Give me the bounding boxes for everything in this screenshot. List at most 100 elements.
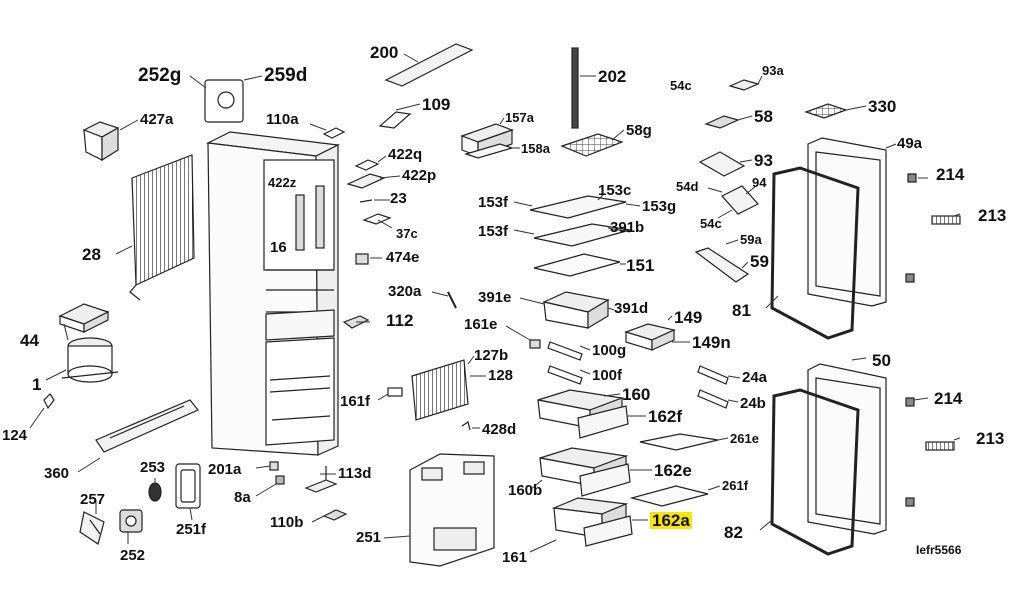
shelf-151 <box>533 253 621 277</box>
label-153f-a: 153f <box>478 194 509 211</box>
label-213-top: 213 <box>978 206 1007 225</box>
part-37c <box>362 213 392 225</box>
label-110b: 110b <box>270 514 304 531</box>
label-261e: 261e <box>730 431 759 446</box>
label-124: 124 <box>2 427 28 444</box>
label-213-bottom: 213 <box>976 429 1005 448</box>
part-110a <box>322 127 346 139</box>
part-259d <box>204 79 244 123</box>
label-50: 50 <box>872 351 891 370</box>
part-360-plate <box>95 399 199 453</box>
part-110b <box>322 509 348 521</box>
label-81: 81 <box>732 301 751 320</box>
rail-100g <box>547 341 583 361</box>
label-259d: 259d <box>264 65 308 86</box>
label-252g: 252g <box>138 65 182 86</box>
label-127b: 127b <box>474 347 509 364</box>
label-157a: 157a <box>505 110 534 125</box>
label-153c: 153c <box>598 182 632 199</box>
label-214-bottom: 214 <box>934 389 963 408</box>
label-257: 257 <box>80 491 106 508</box>
label-161: 161 <box>502 549 528 566</box>
label-160: 160 <box>622 385 651 404</box>
label-44: 44 <box>20 331 39 350</box>
part-330 <box>804 103 848 119</box>
label-100f: 100f <box>592 367 623 384</box>
label-58: 58 <box>754 107 773 126</box>
part-58g <box>560 133 624 157</box>
label-391e: 391e <box>478 289 512 306</box>
label-109: 109 <box>422 95 451 114</box>
part-474e <box>355 253 369 265</box>
label-54d: 54d <box>676 179 699 194</box>
glass-261f <box>629 485 709 507</box>
fan-motor-252 <box>119 509 143 533</box>
part-253 <box>148 482 162 502</box>
upper-door <box>807 137 887 307</box>
label-58g: 58g <box>626 122 652 139</box>
hinge-214-top <box>907 173 917 183</box>
part-427a-box <box>82 121 120 162</box>
label-23: 23 <box>390 190 407 207</box>
part-44 <box>58 303 110 333</box>
part-320a <box>447 291 457 309</box>
drawer-162f <box>577 405 629 439</box>
label-251f: 251f <box>176 521 207 538</box>
label-128: 128 <box>488 367 514 384</box>
part-149 <box>624 323 676 351</box>
label-153g: 153g <box>642 198 677 215</box>
label-251: 251 <box>356 529 382 546</box>
label-37c: 37c <box>396 226 418 241</box>
part-428d <box>461 421 471 431</box>
part-109 <box>378 111 412 129</box>
label-112: 112 <box>386 311 414 330</box>
upper-door-gasket <box>770 166 860 340</box>
part-422q <box>354 159 380 171</box>
part-23 <box>359 199 373 203</box>
fan-257 <box>79 511 105 545</box>
evaporator <box>411 359 469 421</box>
hinge-bottom-extra <box>905 497 915 507</box>
door-bin-94 <box>721 185 759 215</box>
shelf-153c <box>529 195 627 219</box>
label-151: 151 <box>626 256 655 275</box>
label-1: 1 <box>32 375 42 394</box>
label-474e: 474e <box>386 249 420 266</box>
part-422p <box>346 173 386 189</box>
part-93a <box>728 79 760 91</box>
label-161f: 161f <box>340 393 371 410</box>
part-24a <box>697 365 729 385</box>
drawer-162a <box>583 515 633 547</box>
label-113d: 113d <box>338 465 372 482</box>
condenser-coil <box>129 154 195 301</box>
label-153f-b: 153f <box>478 223 509 240</box>
label-261f: 261f <box>722 478 749 493</box>
fridge-cabinet <box>205 131 341 456</box>
crisper-391d <box>542 291 610 330</box>
label-54c-top: 54c <box>670 78 692 93</box>
label-54c-mid: 54c <box>700 216 722 231</box>
label-162a-highlighted: 162a <box>650 511 692 530</box>
label-49a: 49a <box>897 135 923 152</box>
label-253: 253 <box>140 459 166 476</box>
label-320a: 320a <box>388 283 422 300</box>
part-58 <box>704 115 740 129</box>
label-158a: 158a <box>521 141 550 156</box>
label-94: 94 <box>752 175 767 190</box>
label-330: 330 <box>868 97 897 116</box>
label-422z: 422z <box>268 175 297 190</box>
label-8a: 8a <box>234 489 251 506</box>
label-202: 202 <box>598 67 627 86</box>
part-24b <box>697 389 729 409</box>
label-110a: 110a <box>266 111 299 128</box>
part-161e <box>529 339 541 349</box>
glass-261e <box>639 433 719 451</box>
diagram-code: Iefr5566 <box>916 543 962 557</box>
compressor <box>61 337 119 383</box>
label-149n: 149n <box>692 333 731 352</box>
leader-lines <box>29 53 961 553</box>
door-bin-93 <box>698 151 746 177</box>
shelf-391b <box>533 223 631 247</box>
rail-100f <box>547 365 583 385</box>
label-160b: 160b <box>508 482 543 499</box>
